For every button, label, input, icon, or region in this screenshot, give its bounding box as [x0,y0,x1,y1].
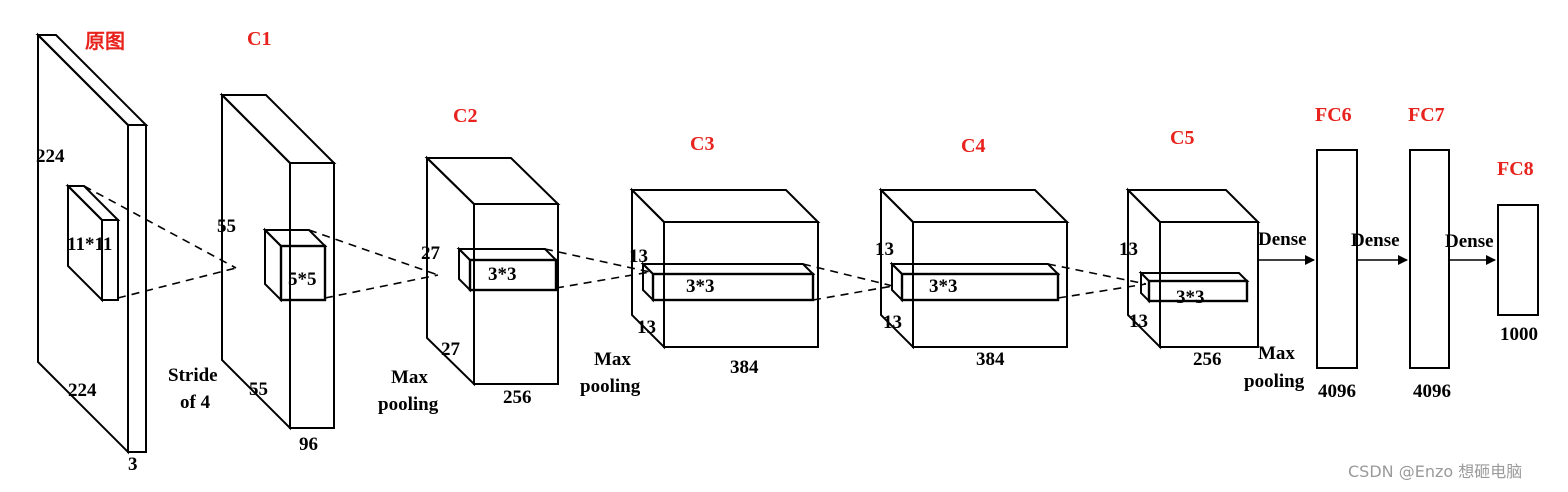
c4-width-label: 13 [883,312,902,333]
fc6-block [1316,149,1358,369]
dense-label-3: Dense [1445,231,1494,252]
input-depth-label: 3 [128,454,138,475]
fc6-units-label: 4096 [1318,381,1356,402]
c1-to-c2-projection [308,229,439,299]
input-width-label: 224 [68,380,97,401]
c3-kernel-label: 3*3 [686,276,715,297]
input-height-label: 224 [36,146,65,167]
fc8-units-label: 1000 [1500,324,1538,345]
c4-block [878,187,1070,350]
c5-block [1125,187,1261,350]
c3-width-label: 13 [637,317,656,338]
title-fc7: FC7 [1408,104,1445,126]
c4-to-c5-projection [1047,263,1147,299]
c3-block [629,187,821,350]
c1-depth-label: 96 [299,434,318,455]
c3-to-c4-projection [802,263,894,301]
dense-label-2: Dense [1351,230,1400,251]
input-kernel-label: 11*11 [67,234,112,255]
pool1-label-line2: pooling [378,394,439,415]
c2-height-label: 27 [421,243,441,264]
c5-height-label: 13 [1119,239,1138,260]
title-c3: C3 [690,133,714,155]
c1-kernel-label: 5*5 [288,269,317,290]
title-c4: C4 [961,135,985,157]
fc8-block [1497,204,1539,316]
pool3-label-line2: pooling [1244,371,1305,392]
c4-depth-label: 384 [976,349,1005,370]
title-fc6: FC6 [1315,104,1352,126]
pool2-label-line1: Max [594,349,631,370]
title-c5: C5 [1170,127,1194,149]
c1-kernel-box [262,227,328,303]
input-slab [35,32,149,455]
c1-width-label: 55 [249,379,268,400]
c2-kernel-label: 3*3 [488,264,517,285]
c5-width-label: 13 [1129,311,1148,332]
c5-kernel-box [1138,270,1250,304]
c2-block [424,155,561,387]
stride-label-line1: Stride [168,365,218,386]
input-kernel-box [65,183,121,303]
pool3-label-line1: Max [1258,343,1295,364]
c5-kernel-label: 3*3 [1176,287,1205,308]
c3-height-label: 13 [629,246,648,267]
dense-label-1: Dense [1258,229,1307,250]
title-fc8: FC8 [1497,158,1534,180]
title-c2: C2 [453,105,477,127]
c4-kernel-label: 3*3 [929,276,958,297]
input-to-c1-projection [83,185,237,299]
c3-depth-label: 384 [730,357,759,378]
c4-height-label: 13 [875,239,894,260]
stride-label-line2: of 4 [180,392,211,413]
c1-block [219,92,337,431]
fc7-units-label: 4096 [1413,381,1451,402]
pool2-label-line2: pooling [580,376,641,397]
c1-height-label: 55 [217,216,236,237]
c2-depth-label: 256 [503,387,532,408]
c5-depth-label: 256 [1193,349,1222,370]
c4-kernel-box [889,261,1061,303]
c2-width-label: 27 [441,339,461,360]
title-c1: C1 [247,28,271,50]
fc7-block [1409,149,1450,369]
c3-kernel-box [640,261,816,303]
watermark: CSDN @Enzo 想砸电脑 [1348,462,1522,481]
pool1-label-line1: Max [391,367,428,388]
c2-kernel-box [456,246,559,293]
title-input: 原图 [85,30,125,53]
